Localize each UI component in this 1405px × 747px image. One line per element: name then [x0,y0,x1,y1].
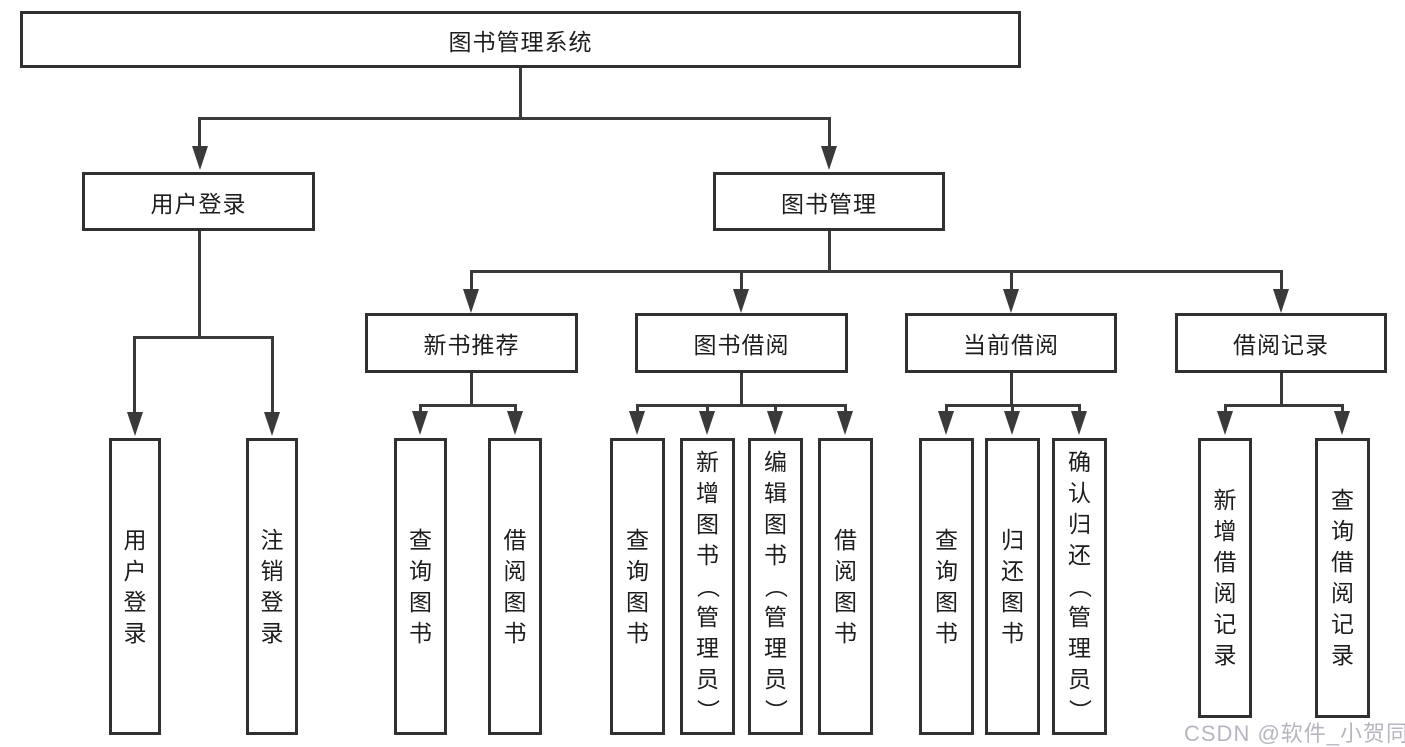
leaf-logout-label: 注销登录 [260,526,284,646]
connector-book-borrow-stub [740,372,743,407]
connector-stub-book-management [828,117,831,146]
connector-stub-b3 [774,404,777,412]
arrowhead-down-b1 [629,411,645,435]
arrowhead-down-b4 [837,411,853,435]
connector-stub-book-borrow [740,270,743,289]
connector-stub-c3 [1078,404,1081,412]
leaf-add-borrow-record-label: 新增借阅记录 [1213,487,1237,668]
arrowhead-down-a1 [412,411,428,435]
leaf-borrow-books-a-label: 借阅图书 [503,526,527,646]
node-book-management: 图书管理 [713,172,945,231]
connector-current-borrow-stub [1010,372,1013,407]
node-book-management-label: 图书管理 [781,190,877,217]
leaf-add-borrow-record: 新增借阅记录 [1198,438,1252,718]
connector-stub-d2 [1341,404,1344,412]
node-root: 图书管理系统 [20,11,1021,68]
arrowhead-down-d1 [1217,411,1233,435]
node-new-book-recommend: 新书推荐 [365,313,578,373]
connector-stub-leaf-logout [271,336,274,413]
leaf-return-books-label: 归还图书 [1001,526,1024,646]
connector-branch-borrow-records [1224,404,1344,407]
leaf-query-books-b: 查询图书 [610,438,665,735]
connector-stub-a2 [514,404,517,412]
arrowhead-down-leaf-logout [264,412,280,436]
connector-stub-c2 [1011,404,1014,412]
connector-borrow-records-stub [1280,372,1283,407]
arrowhead-down-borrow-records [1273,289,1289,313]
leaf-borrow-books-b: 借阅图书 [818,438,873,735]
arrowhead-down-current-borrow [1003,289,1019,313]
connector-branch-book-borrow [636,404,847,407]
node-root-label: 图书管理系统 [448,28,593,55]
arrowhead-down-c3 [1071,411,1087,435]
connector-stub-b2 [706,404,709,412]
node-book-borrow: 图书借阅 [635,313,848,373]
node-user-login-label: 用户登录 [150,190,247,217]
leaf-query-borrow-record: 查询借阅记录 [1315,438,1370,718]
leaf-user-login-label: 用户登录 [123,526,147,646]
connector-stub-d1 [1224,404,1227,412]
leaf-borrow-books-b-label: 借阅图书 [834,526,857,646]
arrowhead-down-book-management [821,146,837,170]
connector-branch-new-book [419,404,517,407]
connector-branch-user-login [133,336,274,339]
leaf-confirm-return-admin: 确认归还（管理员） [1052,438,1107,735]
node-book-borrow-label: 图书借阅 [693,332,790,358]
connector-branch-level3 [470,270,1283,273]
leaf-edit-book-admin-label: 编辑图书（管理员） [763,449,789,723]
node-current-borrow: 当前借阅 [905,313,1117,373]
node-user-login: 用户登录 [82,172,315,231]
leaf-query-books-c: 查询图书 [919,438,974,735]
leaf-query-books-a-label: 查询图书 [409,526,432,646]
arrowhead-down-c2 [1004,411,1020,435]
connector-stub-c1 [945,404,948,412]
connector-root-stub [519,66,522,120]
leaf-query-books-c-label: 查询图书 [935,526,958,646]
connector-book-management-stub [828,230,831,273]
leaf-user-login: 用户登录 [109,438,161,735]
arrowhead-down-book-borrow [733,289,749,313]
arrowhead-down-leaf-login [127,412,143,436]
connector-stub-current-borrow [1010,270,1013,289]
node-current-borrow-label: 当前借阅 [963,332,1059,358]
leaf-confirm-return-admin-label: 确认归还（管理员） [1067,449,1093,723]
arrowhead-down-b2 [699,411,715,435]
connector-branch-level2 [199,117,831,120]
arrowhead-down-user-login [192,146,208,170]
arrowhead-down-d2 [1334,411,1350,435]
leaf-return-books: 归还图书 [985,438,1040,735]
connector-user-login-stub [198,230,201,339]
leaf-logout: 注销登录 [246,438,298,735]
leaf-query-borrow-record-label: 查询借阅记录 [1331,487,1354,668]
arrowhead-down-a2 [507,411,523,435]
node-new-book-recommend-label: 新书推荐 [423,332,520,358]
connector-stub-b4 [844,404,847,412]
leaf-add-book-admin-label: 新增图书（管理员） [695,449,721,723]
connector-stub-b1 [636,404,639,412]
arrowhead-down-new-book [463,289,479,313]
leaf-borrow-books-a: 借阅图书 [488,438,542,735]
connector-stub-new-book [470,270,473,289]
connector-stub-leaf-login [133,336,136,413]
connector-stub-a1 [419,404,422,412]
leaf-edit-book-admin: 编辑图书（管理员） [748,438,803,735]
connector-new-book-stub [470,372,473,407]
leaf-query-books-b-label: 查询图书 [626,526,649,646]
csdn-watermark: CSDN @软件_小贺同学 [1184,721,1405,746]
leaf-add-book-admin: 新增图书（管理员） [680,438,735,735]
node-borrow-records: 借阅记录 [1175,313,1387,373]
node-borrow-records-label: 借阅记录 [1233,332,1329,358]
arrowhead-down-b3 [767,411,783,435]
connector-stub-borrow-records [1280,270,1283,289]
connector-stub-user-login [198,117,201,146]
arrowhead-down-c1 [938,411,954,435]
leaf-query-books-a: 查询图书 [394,438,447,735]
